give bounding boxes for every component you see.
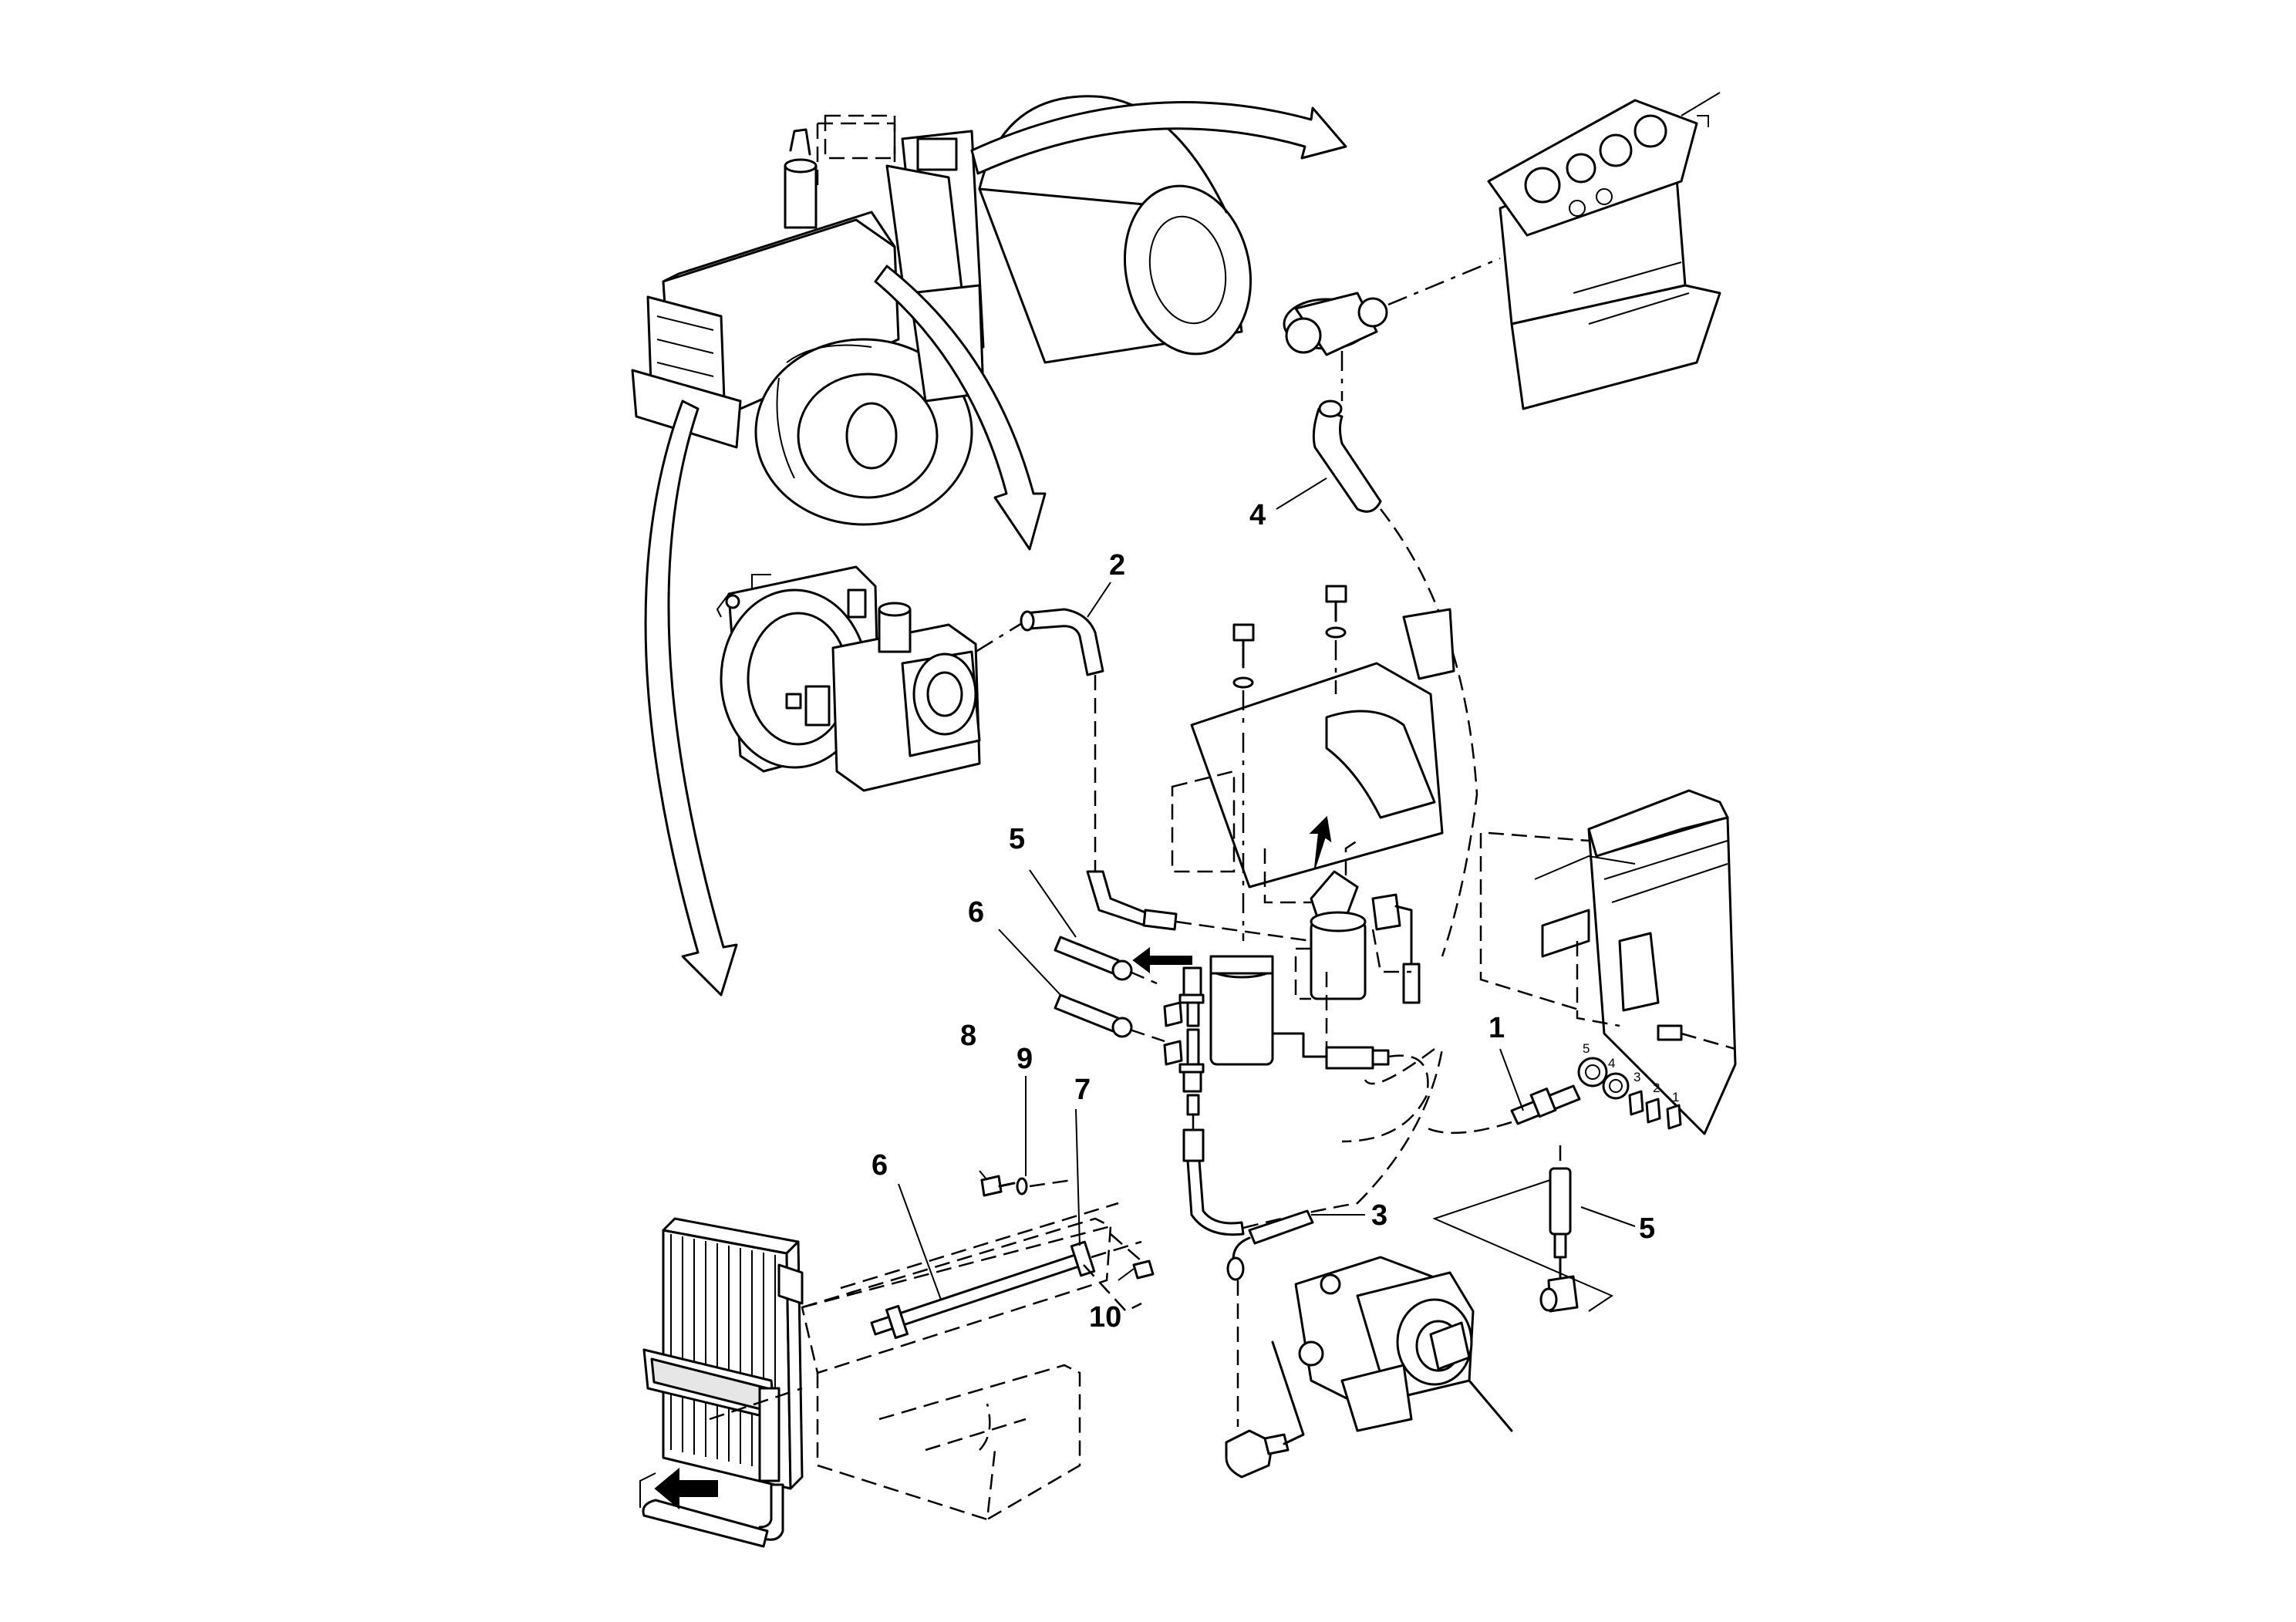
hose-5-upper <box>1054 936 1158 985</box>
callout-10: 10 <box>1089 1301 1121 1334</box>
hose-5-lower <box>1432 1141 1614 1313</box>
oil-cooler-radiator <box>639 1217 804 1548</box>
filter-assembly-upper <box>1294 815 1421 1004</box>
operator-dashboard-panel <box>1283 92 1721 410</box>
roller-machine-illustration <box>631 95 1253 526</box>
engine-side-panel <box>1479 789 1737 1135</box>
callout-5-upper: 5 <box>1009 823 1025 855</box>
hose-1 <box>1422 1084 1581 1135</box>
callout-6-lower: 6 <box>872 1149 888 1182</box>
callout-8: 8 <box>960 1020 976 1052</box>
callout-4: 4 <box>1249 499 1266 531</box>
callout-3: 3 <box>1371 1199 1387 1232</box>
filter-assembly-lower <box>1132 947 1429 1157</box>
hose-4 <box>1312 400 1478 1085</box>
callout-numbers: 4 2 5 6 1 8 9 7 6 3 5 10 <box>872 499 1655 1334</box>
port-label-3: 3 <box>1633 1070 1640 1084</box>
port-label-5: 5 <box>1583 1041 1590 1056</box>
return-hose <box>1182 1048 1444 1236</box>
hose-3 <box>1225 1209 1314 1479</box>
cooler-mounting-frame <box>801 1175 1155 1521</box>
callout-6-upper: 6 <box>968 896 984 929</box>
engine-port-fittings: 5 4 3 2 1 <box>1577 1041 1682 1130</box>
port-label-2: 2 <box>1653 1081 1660 1095</box>
hose-6-upper <box>1054 993 1165 1043</box>
location-arrows <box>644 101 1347 996</box>
callout-leaders <box>898 477 1636 1300</box>
port-label-1: 1 <box>1672 1090 1679 1104</box>
hydrostatic-drive-pump <box>716 565 1027 792</box>
hose-2 <box>1020 608 1312 943</box>
charge-gear-pump <box>1294 1256 1513 1432</box>
port-label-4: 4 <box>1608 1056 1615 1071</box>
callout-2: 2 <box>1109 549 1125 582</box>
callout-1: 1 <box>1489 1012 1505 1044</box>
callout-9: 9 <box>1017 1043 1033 1075</box>
callout-5-lower: 5 <box>1639 1212 1655 1245</box>
callout-7: 7 <box>1074 1074 1091 1106</box>
filter-mounting-bracket <box>1171 585 1455 941</box>
